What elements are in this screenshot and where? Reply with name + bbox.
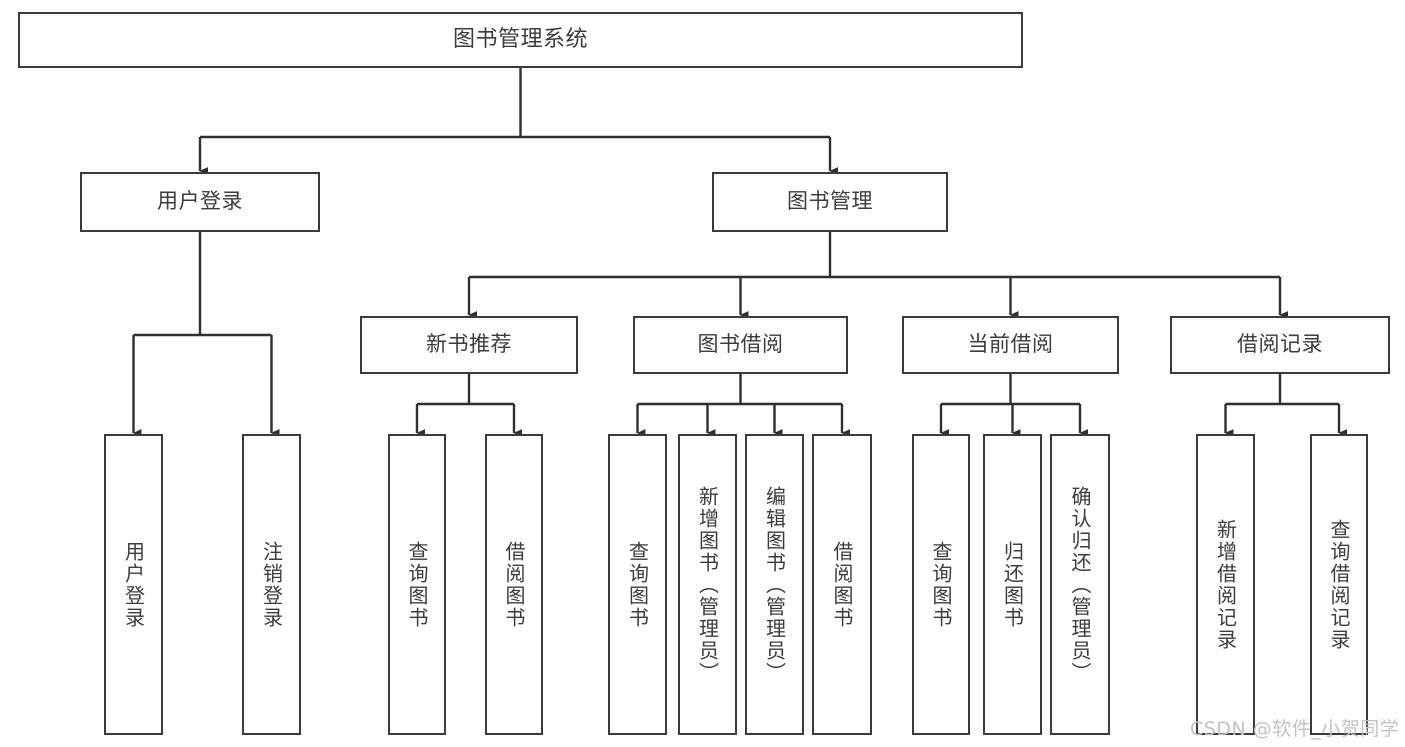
node-label: 查询借阅记录 <box>1327 518 1351 651</box>
node-new-book-rec[interactable]: 新书推荐 <box>360 316 578 374</box>
node-label: 编辑图书（管理员） <box>762 485 787 684</box>
node-leaf-add-book[interactable]: 新增图书（管理员） <box>678 434 737 735</box>
node-leaf-user-login[interactable]: 用户登录 <box>104 434 163 735</box>
node-root[interactable]: 图书管理系统 <box>18 12 1023 68</box>
node-current-borrow[interactable]: 当前借阅 <box>902 316 1119 374</box>
node-label: 新增借阅记录 <box>1213 518 1238 651</box>
node-leaf-add-record[interactable]: 新增借阅记录 <box>1196 434 1255 735</box>
node-leaf-query-book-1[interactable]: 查询图书 <box>388 434 446 735</box>
watermark-text: CSDN @软件_小贺同学 <box>1190 718 1400 740</box>
node-borrow-record[interactable]: 借阅记录 <box>1170 316 1390 374</box>
edge-group <box>132 68 1347 437</box>
node-label: 查询图书 <box>929 540 953 629</box>
node-leaf-query-book-3[interactable]: 查询图书 <box>912 434 970 735</box>
node-leaf-borrow-book-2[interactable]: 借阅图书 <box>812 434 872 735</box>
node-label: 新增图书（管理员） <box>695 485 720 684</box>
node-user-login[interactable]: 用户登录 <box>80 172 320 232</box>
node-leaf-user-logout[interactable]: 注销登录 <box>242 434 301 735</box>
node-leaf-edit-book[interactable]: 编辑图书（管理员） <box>745 434 804 735</box>
node-label: 当前借阅 <box>967 332 1054 357</box>
node-leaf-query-record[interactable]: 查询借阅记录 <box>1310 434 1368 735</box>
node-leaf-return-book[interactable]: 归还图书 <box>983 434 1042 735</box>
node-label: 归还图书 <box>1000 540 1025 629</box>
node-label: 借阅记录 <box>1237 332 1323 357</box>
node-leaf-query-book-2[interactable]: 查询图书 <box>608 434 667 735</box>
node-label: 图书管理系统 <box>452 26 588 52</box>
node-label: 查询图书 <box>405 540 429 629</box>
node-label: 确认归还（管理员） <box>1068 485 1092 684</box>
node-label: 图书管理 <box>787 189 873 214</box>
node-label: 图书借阅 <box>697 332 784 357</box>
node-label: 借阅图书 <box>502 540 526 629</box>
node-label: 新书推荐 <box>426 332 512 357</box>
node-label: 注销登录 <box>259 540 284 629</box>
node-label: 用户登录 <box>121 540 146 629</box>
node-book-manage[interactable]: 图书管理 <box>712 172 948 232</box>
node-label: 借阅图书 <box>830 540 854 629</box>
node-label: 用户登录 <box>157 189 243 214</box>
node-leaf-confirm-return[interactable]: 确认归还（管理员） <box>1050 434 1110 735</box>
node-label: 查询图书 <box>625 540 650 629</box>
node-leaf-borrow-book-1[interactable]: 借阅图书 <box>485 434 543 735</box>
node-book-borrow[interactable]: 图书借阅 <box>633 316 848 374</box>
